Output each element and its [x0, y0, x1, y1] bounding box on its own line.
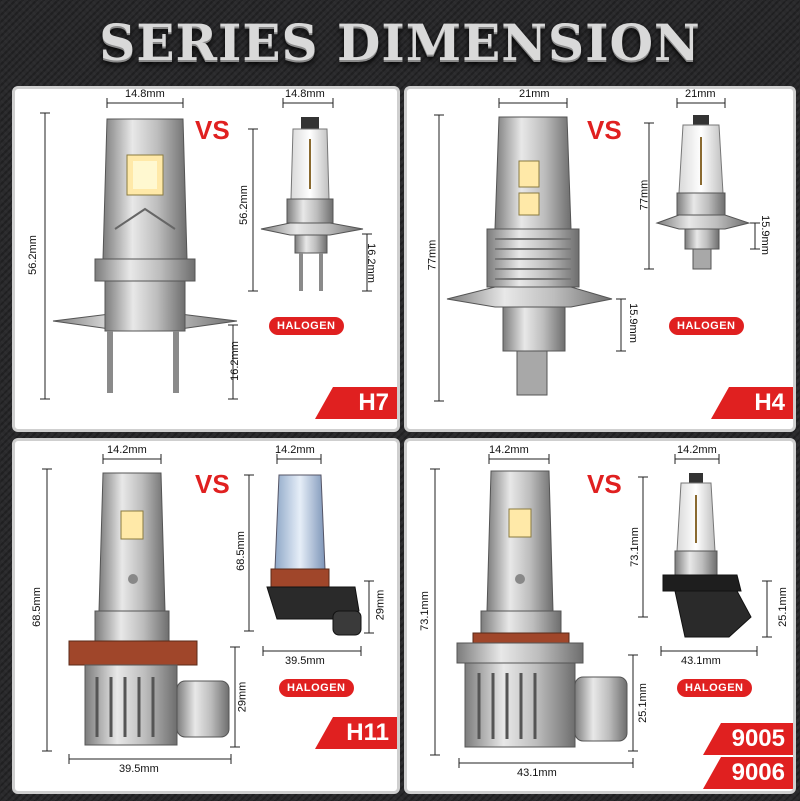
led-bottom-label: 39.5mm — [119, 763, 159, 775]
halogen-dimension-lines — [244, 454, 374, 656]
led-dimension-lines — [42, 454, 240, 764]
h7-drawing — [40, 98, 372, 400]
h4-drawing — [434, 98, 760, 402]
halogen-width-label: 14.2mm — [275, 444, 315, 456]
panel-h7: 14.8mm 56.2mm 16.2mm VS 14.8mm 56.2mm 16… — [12, 86, 400, 432]
halogen-height-label: 56.2mm — [237, 185, 250, 225]
led-dimension-lines — [40, 98, 238, 400]
panel-h11: 14.2mm 68.5mm 29mm 39.5mm VS 14.2mm 68.5… — [12, 438, 400, 794]
led-width-label: 14.2mm — [107, 444, 147, 456]
led-bulb-9005 — [456, 470, 628, 748]
page-title: SERIES DIMENSION — [99, 13, 701, 72]
halogen-bulb-h4 — [655, 115, 751, 270]
led-height-label: 56.2mm — [26, 235, 39, 275]
halogen-dimension-lines — [248, 98, 372, 292]
led-base-label: 16.2mm — [228, 341, 241, 381]
led-width-label: 14.2mm — [489, 444, 529, 456]
9005-drawing — [430, 454, 772, 768]
halogen-badge: HALOGEN — [677, 679, 752, 697]
halogen-width-label: 21mm — [685, 88, 716, 100]
vs-label: VS — [195, 469, 230, 499]
model-badge-9006: 9006 — [703, 757, 793, 789]
led-bottom-label: 43.1mm — [517, 767, 557, 779]
vs-label: VS — [195, 115, 230, 145]
model-badge-h7: H7 — [315, 387, 397, 419]
led-bulb-h4 — [446, 116, 613, 396]
panel-9005-9006: 14.2mm 73.1mm 25.1mm 43.1mm VS 14.2mm 73… — [404, 438, 796, 794]
halogen-height-label: 73.1mm — [628, 527, 641, 567]
halogen-bulb-h7 — [260, 117, 364, 291]
halogen-badge: HALOGEN — [269, 317, 344, 335]
led-height-label: 77mm — [426, 239, 439, 271]
led-dimension-lines — [430, 454, 638, 768]
halogen-base-label: 29mm — [374, 589, 387, 621]
led-bulb-h7 — [52, 118, 238, 393]
led-base-label: 15.9mm — [626, 303, 639, 343]
halogen-base-label: 25.1mm — [776, 587, 789, 627]
halogen-dimension-lines — [644, 98, 760, 270]
panel-h4: 21mm 77mm 15.9mm VS 21mm 77mm 15.9mm HAL… — [404, 86, 796, 432]
halogen-bottom-label: 43.1mm — [681, 655, 721, 667]
halogen-badge: HALOGEN — [279, 679, 354, 697]
led-dimension-lines — [434, 98, 626, 402]
led-bulb-h11 — [68, 472, 230, 746]
model-badge-9005: 9005 — [703, 723, 793, 755]
halogen-bottom-label: 39.5mm — [285, 655, 325, 667]
halogen-base-label: 16.2mm — [364, 243, 377, 283]
led-width-label: 21mm — [519, 88, 550, 100]
halogen-width-label: 14.2mm — [677, 444, 717, 456]
halogen-base-label: 15.9mm — [758, 215, 771, 255]
halogen-height-label: 68.5mm — [234, 531, 247, 571]
halogen-badge: HALOGEN — [669, 317, 744, 335]
vs-label: VS — [587, 115, 622, 145]
h11-drawing — [42, 454, 374, 764]
led-width-label: 14.8mm — [125, 88, 165, 100]
led-height-label: 68.5mm — [30, 587, 43, 627]
led-height-label: 73.1mm — [418, 591, 431, 631]
halogen-width-label: 14.8mm — [285, 88, 325, 100]
halogen-height-label: 77mm — [638, 179, 651, 211]
vs-label: VS — [587, 469, 622, 499]
led-base-label: 25.1mm — [636, 683, 649, 723]
model-badge-h11: H11 — [315, 717, 397, 749]
halogen-dimension-lines — [638, 454, 772, 656]
halogen-bulb-h11 — [266, 474, 362, 636]
halogen-bulb-9005 — [662, 473, 752, 638]
led-base-label: 29mm — [236, 681, 249, 713]
